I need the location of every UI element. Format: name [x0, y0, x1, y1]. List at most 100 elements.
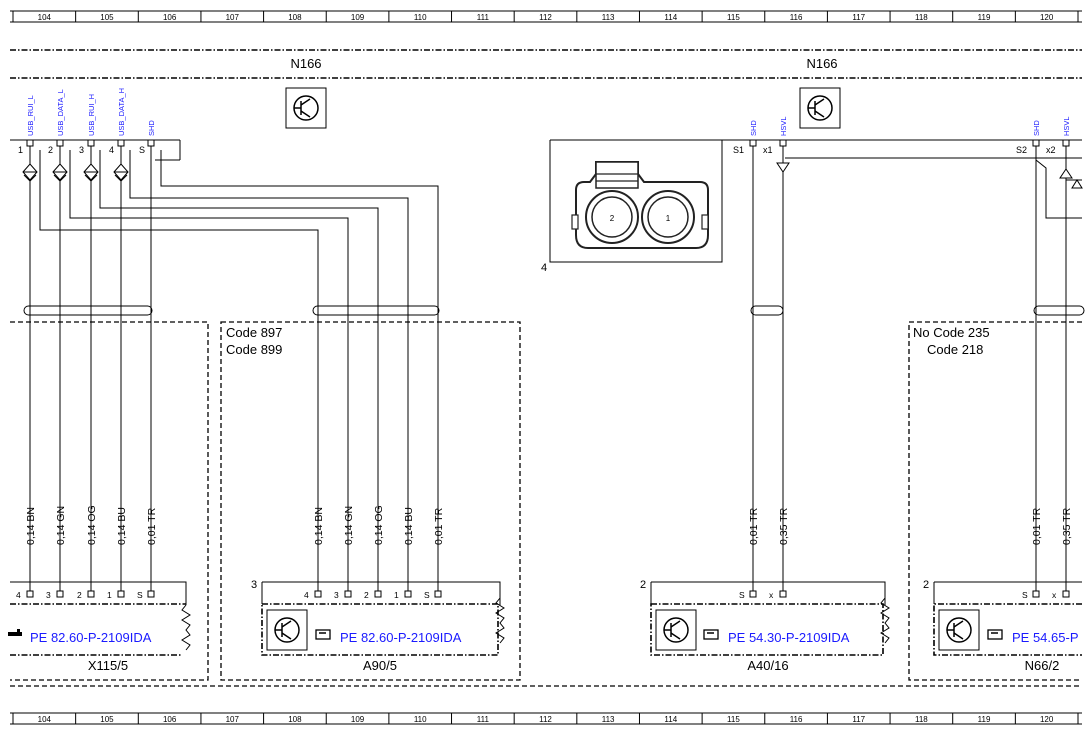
twisted-pair-marker [750, 305, 784, 316]
upward-triangle-icon [1059, 168, 1073, 179]
coax-pin-1: 1 [666, 214, 671, 223]
pin-contact [56, 139, 64, 147]
ruler-column-label: 120 [1040, 715, 1054, 724]
a90-frame [220, 321, 521, 681]
signal-label: USB_RUI_H [87, 94, 96, 136]
ruler-column-label: 112 [539, 715, 552, 724]
transistor-icon[interactable] [799, 87, 841, 129]
n166-label-left: N166 [290, 56, 321, 71]
n66-pe-link[interactable]: PE 54.65-P [1012, 630, 1079, 645]
a90-pe-link[interactable]: PE 82.60-P-2109IDA [340, 630, 462, 645]
pin-number: 3 [334, 590, 339, 600]
pointing-hand-icon [987, 629, 1003, 640]
ruler-column-label: 118 [915, 13, 928, 22]
pin-number: x [1052, 590, 1057, 600]
wire-color-label: 0,01 TR [146, 507, 158, 545]
pin-number: 1 [18, 145, 23, 155]
ruler-column-label: 107 [226, 715, 240, 724]
ruler-column-label: 110 [414, 715, 427, 724]
ruler-column-label: 105 [100, 13, 114, 22]
pin-contact [1062, 139, 1070, 147]
signal-label: USB_RUI_L [26, 95, 35, 136]
pin-number: S1 [733, 145, 744, 155]
a40-component-label: A40/16 [747, 658, 788, 673]
pin-number: 3 [46, 590, 51, 600]
pointing-hand-icon [703, 629, 719, 640]
ruler-column-label: 104 [38, 13, 52, 22]
pin-number: S2 [1016, 145, 1027, 155]
pin-number: S [139, 145, 145, 155]
ruler-column-label: 118 [915, 715, 928, 724]
signal-label: SHD [1032, 120, 1041, 136]
ruler-column-label: 108 [288, 13, 302, 22]
pin-number: 4 [109, 145, 114, 155]
signal-label: USB_DATA_H [117, 88, 126, 136]
pin-contact [434, 590, 442, 598]
ruler-column-label: 111 [477, 13, 490, 22]
a90-connector-number: 3 [251, 579, 257, 591]
ruler-column-label: 105 [100, 715, 114, 724]
ruler-column-label: 116 [790, 13, 803, 22]
pin-contact [749, 590, 757, 598]
a40-pe-link[interactable]: PE 54.30-P-2109IDA [728, 630, 850, 645]
transistor-icon[interactable] [266, 609, 308, 651]
x115-pe-link[interactable]: PE 82.60-P-2109IDA [30, 630, 152, 645]
a40-connector: 2 A40/16 [640, 579, 890, 673]
pin-contact [374, 590, 382, 598]
pin-number: S [424, 590, 430, 600]
left-wire-bundle [22, 150, 439, 592]
a90-component-label: A90/5 [363, 658, 397, 673]
wire-color-label: 0,01 TR [1031, 507, 1043, 545]
pin-contact [749, 139, 757, 147]
pin-contact [1032, 590, 1040, 598]
ruler-column-label: 117 [852, 13, 865, 22]
pin-contact [314, 590, 322, 598]
signal-label: USB_DATA_L [56, 89, 65, 136]
pin-number: x [769, 590, 774, 600]
n66-code-1: No Code 235 [913, 325, 990, 340]
twisted-pair-marker [1033, 305, 1085, 316]
wire-color-label: 0,01 TR [433, 507, 445, 545]
pointing-hand-icon [8, 629, 22, 636]
n66-component-label: N66/2 [1025, 658, 1060, 673]
twisted-pair-marker [312, 305, 440, 316]
wire-color-label: 0,14 OG [86, 505, 98, 545]
ruler-column-label: 111 [477, 715, 490, 724]
x115-component-label: X115/5 [88, 658, 128, 673]
ruler-column-label: 106 [163, 715, 177, 724]
wire-color-label: 0,14 GN [55, 506, 67, 545]
pin-contact [117, 139, 125, 147]
wire-color-label: 0,14 BU [116, 507, 128, 545]
pin-contact [26, 590, 34, 598]
pin-contact [56, 590, 64, 598]
ruler-column-label: 110 [414, 13, 427, 22]
transistor-icon[interactable] [285, 87, 327, 129]
pin-number: S [1022, 590, 1028, 600]
wire-color-label: 0,35 TR [1061, 507, 1073, 545]
a90-code-1: Code 897 [226, 325, 282, 340]
n66-frame [908, 321, 1082, 681]
pin-contact [87, 139, 95, 147]
transistor-icon[interactable] [655, 609, 697, 651]
n66-connector: 2 N66/2 [923, 579, 1082, 673]
pin-number: 2 [364, 590, 369, 600]
pin-number: 2 [48, 145, 53, 155]
pin-contact [404, 590, 412, 598]
ruler-column-label: 109 [351, 13, 365, 22]
transistor-icon[interactable] [938, 609, 980, 651]
wire-color-label: 0,14 BN [25, 507, 37, 545]
x115-frame [10, 321, 209, 681]
a40-connector-number: 2 [640, 579, 646, 591]
ruler-column-label: 113 [602, 715, 615, 724]
wire-color-label: 0,14 GN [343, 506, 355, 545]
ruler-column-label: 117 [852, 715, 865, 724]
ruler-column-label: 108 [288, 715, 302, 724]
ruler-column-label: 114 [664, 13, 677, 22]
pin-number: 1 [394, 590, 399, 600]
pin-number: 4 [16, 590, 21, 600]
pin-contact [117, 590, 125, 598]
pointing-hand-icon [315, 629, 331, 640]
